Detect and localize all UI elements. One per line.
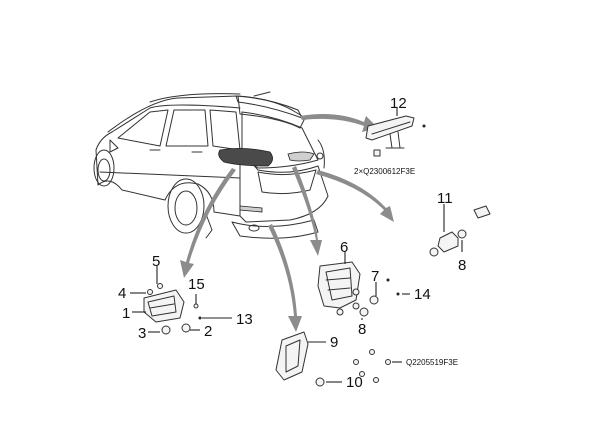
rear-bumper-lamp-on-vehicle — [239, 205, 263, 213]
callout-14: 14 — [414, 286, 431, 303]
callout-11: 11 — [437, 190, 453, 207]
arrow-to-high-brake-lamp — [300, 114, 378, 132]
callout-7: 7 — [371, 268, 379, 285]
callout-8-tailgate: 8 — [358, 321, 366, 338]
arrow-to-rear-combination-lamp — [180, 168, 236, 278]
bolt-part-number-label: 2×Q2300612F3E — [354, 167, 415, 176]
callout-8-license: 8 — [458, 257, 466, 274]
callout-5: 5 — [152, 253, 160, 270]
callout-2: 2 — [204, 323, 212, 340]
callout-arrows — [180, 114, 394, 332]
callout-12: 12 — [390, 95, 407, 112]
vehicle-outline — [93, 91, 329, 239]
callout-4: 4 — [118, 285, 126, 302]
callout-3: 3 — [138, 325, 146, 342]
callout-13: 13 — [236, 311, 253, 328]
left-tail-lamp-on-vehicle — [218, 148, 273, 167]
callout-1: 1 — [122, 305, 130, 322]
callout-15: 15 — [188, 276, 205, 293]
arrow-to-license-lamp — [316, 170, 394, 222]
callout-9: 9 — [330, 334, 338, 351]
license-lamp — [429, 205, 491, 257]
arrow-to-rear-bumper-lamp — [268, 224, 302, 332]
callout-10: 10 — [346, 374, 363, 391]
rear-combination-lamp — [143, 283, 202, 335]
tailgate-lamp — [317, 261, 400, 317]
nut-part-number-label: Q2205519F3E — [406, 358, 458, 367]
callout-6: 6 — [340, 239, 348, 256]
rear-bumper-lamp — [275, 331, 391, 387]
right-tail-lamp-on-vehicle — [287, 151, 315, 162]
high-mounted-brake-lamp — [365, 115, 426, 157]
arrow-to-tailgate-lamp — [292, 166, 322, 256]
